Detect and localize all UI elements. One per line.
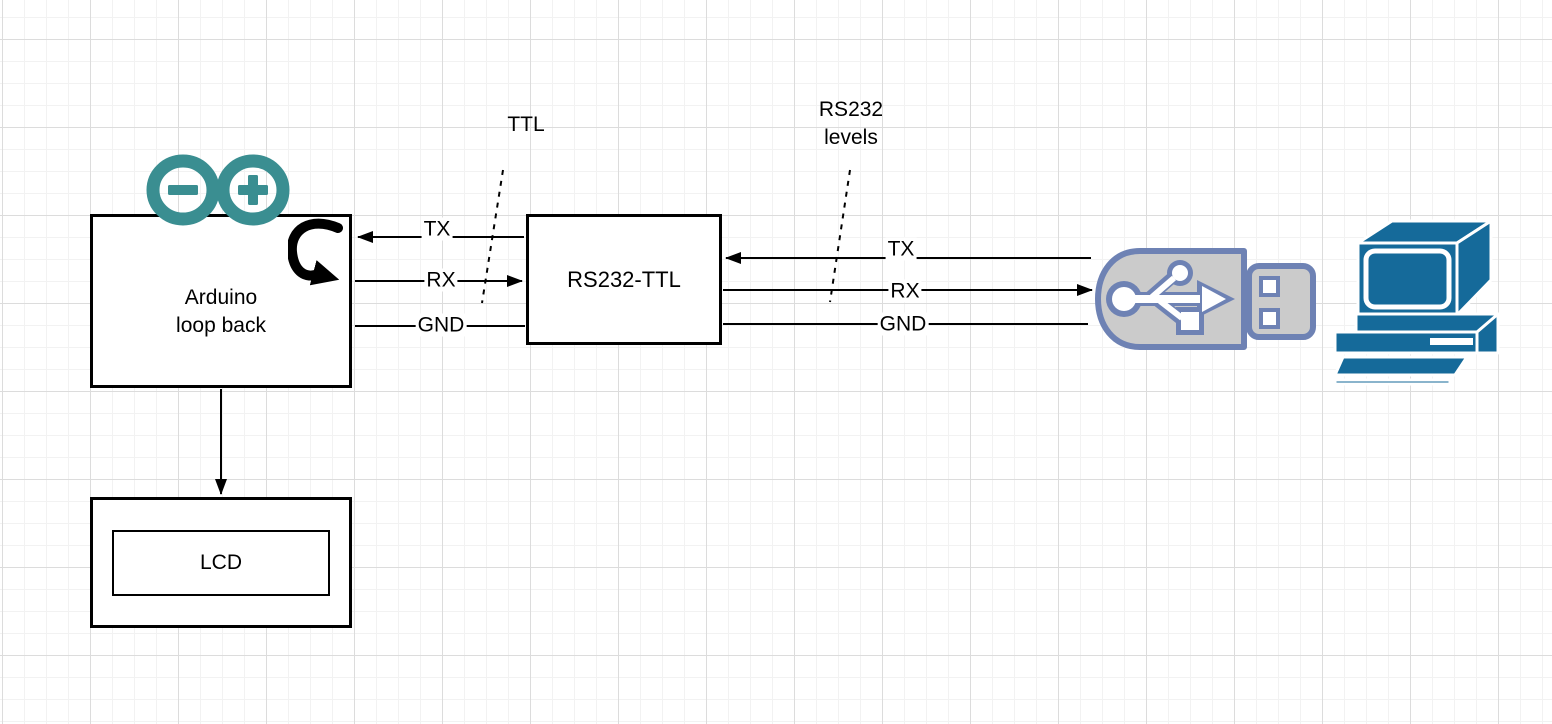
ttl-annotation[interactable]: TTL [507,113,545,136]
wire-label-gnd-right[interactable]: GND [877,312,929,336]
rs232-levels-annotation[interactable]: RS232 levels [818,98,884,149]
arduino-node[interactable]: Arduino loop back [90,214,352,388]
wire-label-tx-left[interactable]: TX [421,217,453,241]
rs232-ttl-node[interactable]: RS232-TTL [526,214,722,345]
lcd-node-label: LCD [199,551,242,574]
wire-label-rx-right[interactable]: RX [888,279,922,303]
lcd-node[interactable]: LCD [112,530,330,596]
wire-label-tx-right[interactable]: TX [885,237,917,261]
wire-label-gnd-left[interactable]: GND [415,313,467,337]
wire-label-rx-left[interactable]: RX [424,268,458,292]
computer-icon[interactable] [1328,218,1506,396]
arduino-logo-icon[interactable] [143,152,293,228]
loopback-arrow-icon[interactable] [288,214,354,296]
ttl-boundary-dashed-line[interactable] [481,169,504,304]
minus-icon [168,185,198,195]
arduino-node-label: Arduino loop back [176,286,266,337]
rs232-boundary-dashed-line[interactable] [829,169,851,303]
rs232-ttl-node-label: RS232-TTL [567,266,681,292]
usb-icon[interactable] [1094,247,1318,353]
